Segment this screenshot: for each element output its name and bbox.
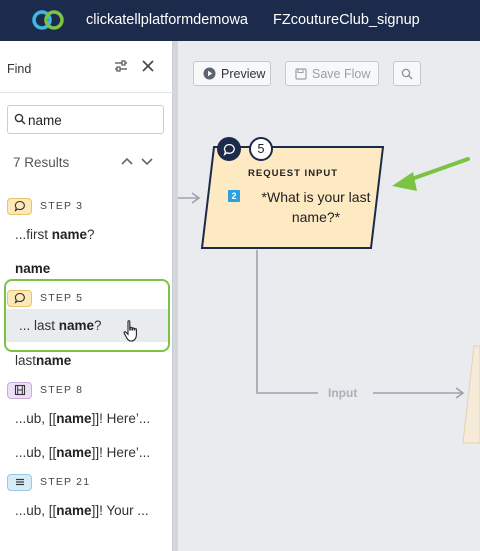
result-item[interactable]: ...first name? — [15, 227, 95, 242]
save-flow-button[interactable]: Save Flow — [285, 61, 379, 86]
close-icon[interactable] — [140, 58, 156, 74]
result-text: ? — [87, 227, 95, 242]
connector-label[interactable]: Input — [328, 386, 358, 400]
result-item[interactable]: ...ub, [[name]]! Your ... — [15, 503, 149, 518]
result-match: name — [36, 353, 72, 368]
result-text: ]]! Your ... — [91, 503, 149, 518]
top-header: clickatellplatformdemowa FZcoutureClub_s… — [0, 0, 480, 41]
step-header-5: STEP 5 — [7, 288, 83, 308]
result-match: name — [58, 318, 95, 333]
result-text: ...ub, [[ — [15, 411, 57, 426]
find-search-box[interactable] — [7, 105, 164, 134]
find-panel: Find 7 Results STEP 3 ...firs — [0, 41, 173, 551]
request-input-node[interactable] — [200, 145, 385, 250]
node-message-text: *What is your last name?* — [261, 189, 371, 225]
result-text: ...ub, [[ — [15, 445, 57, 460]
result-item-selected[interactable]: ... last name? — [19, 318, 102, 333]
canvas-search-button[interactable] — [393, 61, 421, 86]
result-item[interactable]: name — [15, 261, 50, 276]
preview-button[interactable]: Preview — [193, 61, 271, 86]
flow-edges — [178, 157, 480, 444]
find-search-input[interactable] — [28, 110, 158, 130]
clickatell-logo-icon[interactable] — [30, 8, 66, 32]
chat-icon — [7, 289, 32, 307]
result-item[interactable]: ...ub, [[name]]! Here’... — [15, 411, 150, 426]
node-type-label: REQUEST INPUT — [248, 168, 339, 179]
result-item[interactable]: lastname — [15, 353, 71, 368]
result-match: name — [51, 227, 88, 242]
chevron-down-icon[interactable] — [140, 155, 154, 167]
account-name[interactable]: clickatellplatformdemowa — [86, 12, 248, 28]
result-text: ]]! Here’... — [91, 445, 151, 460]
find-panel-title: Find — [7, 62, 32, 76]
result-match: name — [15, 261, 51, 276]
filter-icon[interactable] — [114, 59, 128, 73]
result-text: ... last — [19, 318, 59, 333]
result-item[interactable]: ...ub, [[name]]! Here’... — [15, 445, 150, 460]
step-number-badge: 5 — [249, 137, 273, 161]
hand-cursor-icon — [123, 320, 137, 342]
result-text: ? — [94, 318, 102, 333]
play-icon — [203, 67, 216, 80]
save-flow-label: Save Flow — [312, 66, 371, 81]
selected-result-bg — [4, 309, 170, 342]
flow-canvas[interactable]: Preview Save Flow 5 REQUEST INPUT 2 *Wha… — [178, 41, 480, 551]
panel-splitter[interactable] — [173, 41, 178, 551]
result-text: ...ub, [[ — [15, 503, 57, 518]
find-panel-header: Find — [0, 41, 173, 93]
chat-icon — [217, 137, 241, 161]
step-header-8: STEP 8 — [7, 380, 83, 400]
results-count: 7 Results — [13, 155, 70, 170]
variable-number-chip: 2 — [228, 190, 240, 202]
chat-icon — [7, 197, 32, 215]
flow-name[interactable]: FZcoutureClub_signup — [273, 12, 420, 28]
step-label: STEP 3 — [40, 200, 84, 212]
search-icon — [401, 68, 413, 79]
step-header-21: STEP 21 — [7, 472, 90, 492]
result-text: ]]! Here’... — [91, 411, 151, 426]
step-label: STEP 5 — [40, 292, 84, 304]
result-text: last — [15, 353, 37, 368]
search-icon — [14, 113, 26, 125]
step-label: STEP 8 — [40, 384, 84, 396]
save-icon — [295, 67, 307, 80]
step-header-3: STEP 3 — [7, 196, 83, 216]
list-icon — [7, 473, 32, 491]
result-match: name — [56, 445, 92, 460]
chevron-up-icon[interactable] — [120, 155, 134, 167]
highlight-annotation — [4, 279, 170, 352]
film-icon — [7, 381, 32, 399]
preview-label: Preview — [221, 66, 266, 81]
step-label: STEP 21 — [40, 476, 91, 488]
result-match: name — [56, 503, 92, 518]
result-match: name — [56, 411, 92, 426]
result-text: ...first — [15, 227, 52, 242]
